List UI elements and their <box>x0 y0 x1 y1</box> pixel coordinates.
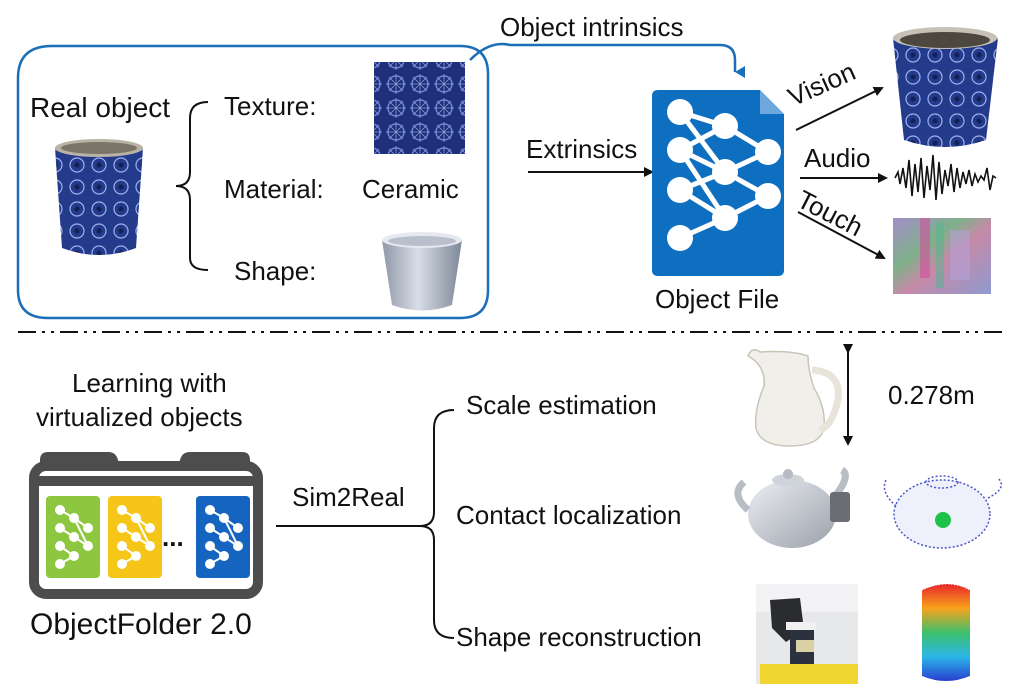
object-folder-icon <box>29 452 263 599</box>
object-intrinsics-label: Object intrinsics <box>500 12 684 42</box>
task-contact-localization: Contact localization <box>456 500 682 530</box>
vision-render-image <box>893 27 998 147</box>
intrinsics-arrow <box>469 42 745 78</box>
shape-render-image <box>382 232 462 311</box>
robot-gripper-image <box>756 584 858 684</box>
texture-label: Texture: <box>224 91 317 121</box>
audio-label: Audio <box>804 143 871 173</box>
pitcher-image <box>747 349 842 447</box>
teapot-pointcloud-image <box>883 475 1003 549</box>
object-file-label: Object File <box>655 284 780 314</box>
shape-reconstruction-pointcloud <box>921 583 971 681</box>
audio-waveform <box>894 154 997 201</box>
touch-arrow <box>797 211 886 259</box>
scale-value: 0.278m <box>888 380 975 410</box>
extrinsics-label: Extrinsics <box>526 134 638 164</box>
real-object-pot-image <box>55 139 143 255</box>
task-scale-estimation: Scale estimation <box>466 390 657 420</box>
task-brace <box>419 409 455 639</box>
folder-ellipsis: ... <box>162 522 184 552</box>
tactile-image <box>893 218 991 294</box>
texture-swatch-image <box>374 62 465 154</box>
attribute-brace <box>175 101 209 271</box>
object-folder-title: ObjectFolder 2.0 <box>30 608 252 641</box>
real-object-label: Real object <box>30 92 171 123</box>
material-value: Ceramic <box>362 174 459 204</box>
material-label: Material: <box>224 174 324 204</box>
task-shape-reconstruction: Shape reconstruction <box>456 622 702 652</box>
sim2real-label: Sim2Real <box>292 482 405 512</box>
vision-arrow <box>795 87 884 131</box>
object-file-network-icon <box>652 90 784 276</box>
learning-label-line2: virtualized objects <box>36 402 243 432</box>
learning-label-line1: Learning with <box>72 368 227 398</box>
teapot-image <box>734 467 850 548</box>
intrinsics-frame <box>16 44 490 320</box>
shape-label: Shape: <box>234 256 317 286</box>
